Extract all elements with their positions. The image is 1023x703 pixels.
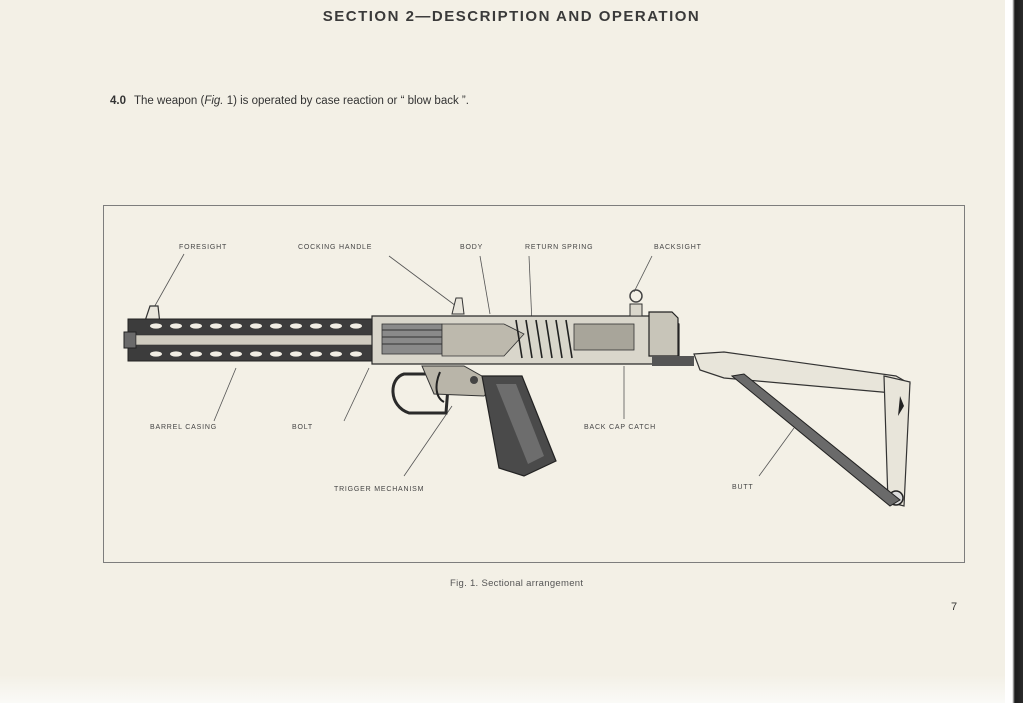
label-bolt: BOLT xyxy=(292,424,313,431)
muzzle xyxy=(123,331,137,349)
label-backsight: BACKSIGHT xyxy=(654,244,702,251)
label-back-cap-catch: BACK CAP CATCH xyxy=(584,424,657,431)
back-cap xyxy=(573,323,635,351)
bolt-body xyxy=(441,323,525,357)
page-number: 7 xyxy=(951,601,958,613)
body-rear xyxy=(648,311,679,357)
trigger-guard xyxy=(391,372,451,415)
bolt-face xyxy=(381,323,443,355)
label-cocking-handle: COCKING HANDLE xyxy=(298,244,373,251)
figure-caption: Fig. 1. Sectional arrangement xyxy=(450,578,584,589)
leader-lines xyxy=(151,253,795,477)
paragraph-4-0: 4.0 The weapon (Fig. 1) is operated by ca… xyxy=(110,95,469,107)
trigger-pin xyxy=(470,376,478,384)
paragraph-text-end: 1) is operated by case reaction or “ blo… xyxy=(223,95,469,107)
section-heading: SECTION 2—DESCRIPTION AND OPERATION xyxy=(322,8,701,25)
figure-reference: Fig. xyxy=(204,95,224,107)
label-return-spring: RETURN SPRING xyxy=(525,244,594,251)
grip-panel xyxy=(496,384,544,464)
weapon-sectional-drawing xyxy=(123,253,911,507)
label-trigger-mechanism: TRIGGER MECHANISM xyxy=(334,486,425,493)
barrel-bore xyxy=(135,334,375,346)
butt-plate xyxy=(883,375,911,507)
figure-frame: FORESIGHT COCKING HANDLE BODY RETURN SPR… xyxy=(103,205,965,563)
label-body: BODY xyxy=(460,244,484,251)
label-barrel-casing: BARREL CASING xyxy=(150,424,217,431)
butt-lower-strut xyxy=(730,373,901,507)
backsight-base xyxy=(629,303,643,317)
paragraph-text-start: The weapon ( xyxy=(134,95,205,107)
label-butt: BUTT xyxy=(732,484,754,491)
butt-top-bar xyxy=(693,351,911,395)
back-cap-catch xyxy=(652,356,694,366)
casing-vents xyxy=(150,323,362,357)
backsight-ring xyxy=(629,289,643,303)
page-right-edge xyxy=(1005,0,1023,703)
label-foresight: FORESIGHT xyxy=(179,244,228,251)
butt-marker xyxy=(898,396,904,416)
return-spring xyxy=(515,319,573,359)
paragraph-number: 4.0 xyxy=(110,95,126,107)
trigger xyxy=(435,371,445,403)
page-bottom-edge xyxy=(0,675,1023,703)
cocking-handle-knob xyxy=(451,297,465,315)
bolt-lines xyxy=(382,329,442,345)
